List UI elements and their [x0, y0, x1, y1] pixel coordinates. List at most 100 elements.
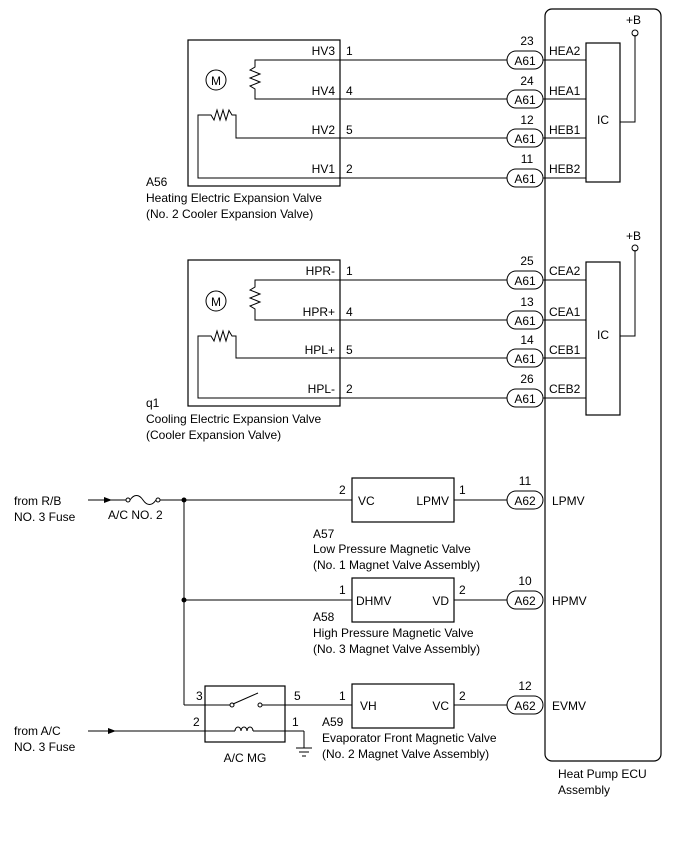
a56-name: Heating Electric Expansion Valve [146, 191, 322, 205]
q1-valve-box [187, 259, 341, 407]
a57-alt-name: (No. 1 Magnet Valve Assembly) [313, 558, 480, 572]
fuse-terminal-right [155, 497, 161, 503]
q1-wire-2: A61 2 26 CEB2 [340, 372, 586, 408]
a56-alt-name: (No. 2 Cooler Expansion Valve) [146, 207, 313, 221]
a59-right-pin: 2 [459, 689, 466, 703]
a56-id: A56 [146, 175, 168, 189]
plus-b-label-1: +B [626, 13, 641, 27]
svg-text:HEA2: HEA2 [549, 44, 581, 58]
fuse-icon [129, 495, 157, 505]
svg-text:5: 5 [346, 343, 353, 357]
svg-text:2: 2 [346, 162, 353, 176]
a59-id: A59 [322, 715, 344, 729]
q1-motor-icon [205, 290, 227, 312]
a56-term-hv4: HV4 [312, 84, 336, 98]
svg-text:A61: A61 [514, 392, 536, 406]
a56-wire-1: A61 1 23 HEA2 [340, 34, 586, 70]
a58-connector-label: A62 [514, 594, 536, 608]
a56-wire-5: A61 5 12 HEB1 [340, 113, 586, 148]
svg-text:A61: A61 [514, 314, 536, 328]
a56-term-hv2: HV2 [312, 123, 336, 137]
fuse-feed-arrow-icon [104, 497, 112, 503]
a58-connector-pin: 10 [518, 574, 532, 588]
svg-text:HEB1: HEB1 [549, 123, 581, 137]
heat-pump-ecu-box [544, 8, 662, 762]
svg-text:1: 1 [346, 44, 353, 58]
svg-text:26: 26 [520, 372, 534, 386]
svg-text:14: 14 [520, 333, 534, 347]
fuse-terminal-left [125, 497, 131, 503]
plus-b-terminal-1 [631, 29, 639, 37]
relay-feed-arrow-icon [108, 728, 116, 734]
svg-text:CEA1: CEA1 [549, 305, 581, 319]
q1-wire-1: A61 1 25 CEA2 [340, 254, 586, 290]
relay-name: A/C MG [224, 751, 267, 765]
svg-text:13: 13 [520, 295, 534, 309]
a57-left-pin: 2 [339, 483, 346, 497]
ic-2-supply-line [620, 250, 636, 337]
relay-source-line2: NO. 3 Fuse [14, 740, 76, 754]
q1-wire-5: A61 5 14 CEB1 [340, 333, 586, 368]
a57-connector [506, 490, 544, 510]
svg-text:HEA1: HEA1 [549, 84, 581, 98]
svg-text:23: 23 [520, 34, 534, 48]
q1-motor-label: M [211, 295, 221, 309]
a57-right-term: LPMV [416, 494, 449, 508]
a58-connector [506, 590, 544, 610]
q1-term-hpl-plus: HPL+ [305, 343, 335, 357]
a59-right-term: VC [432, 699, 449, 713]
svg-text:HEB2: HEB2 [549, 162, 581, 176]
plus-b-terminal-2 [631, 244, 639, 252]
ic-block-1 [585, 42, 621, 183]
a59-name: Evaporator Front Magnetic Valve [322, 731, 497, 745]
q1-alt-name: (Cooler Expansion Valve) [146, 428, 281, 442]
a59-ecu-term: EVMV [552, 699, 586, 713]
a56-valve-box [187, 39, 341, 187]
relay-coil-icon [205, 726, 285, 732]
a57-id: A57 [313, 527, 335, 541]
svg-text:CEA2: CEA2 [549, 264, 581, 278]
svg-text:11: 11 [521, 152, 534, 166]
a57-left-term: VC [358, 494, 375, 508]
relay-pin-3: 3 [196, 689, 203, 703]
relay-pin-5: 5 [294, 689, 301, 703]
q1-term-hpr-minus: HPR- [306, 264, 335, 278]
svg-text:A61: A61 [514, 172, 536, 186]
plus-b-label-2: +B [626, 229, 641, 243]
relay-source-line1: from A/C [14, 724, 61, 738]
ic-label-1: IC [597, 113, 609, 127]
a59-connector [506, 695, 544, 715]
svg-text:A61: A61 [514, 132, 536, 146]
a58-right-term: VD [432, 594, 449, 608]
a58-left-term: DHMV [356, 594, 391, 608]
q1-coil-1 [248, 279, 340, 321]
svg-text:A61: A61 [514, 93, 536, 107]
svg-text:A61: A61 [514, 54, 536, 68]
fuse-name: A/C NO. 2 [108, 508, 163, 522]
a56-term-hv1: HV1 [312, 162, 336, 176]
a59-alt-name: (No. 2 Magnet Valve Assembly) [322, 747, 489, 761]
ground-icon [296, 747, 312, 757]
svg-text:5: 5 [346, 123, 353, 137]
a58-id: A58 [313, 610, 335, 624]
q1-wire-4: A61 4 13 CEA1 [340, 295, 586, 330]
a58-name: High Pressure Magnetic Valve [313, 626, 474, 640]
svg-text:1: 1 [346, 264, 353, 278]
svg-text:CEB1: CEB1 [549, 343, 581, 357]
ic-block-2 [585, 261, 621, 416]
svg-text:4: 4 [346, 84, 353, 98]
q1-name: Cooling Electric Expansion Valve [146, 412, 322, 426]
a58-alt-name: (No. 3 Magnet Valve Assembly) [313, 642, 480, 656]
svg-text:4: 4 [346, 305, 353, 319]
a58-left-pin: 1 [339, 583, 346, 597]
q1-term-hpl-minus: HPL- [308, 382, 335, 396]
a56-coil-2 [197, 108, 340, 179]
svg-text:CEB2: CEB2 [549, 382, 581, 396]
relay-pin-2: 2 [193, 715, 200, 729]
a58-right-pin: 2 [459, 583, 466, 597]
a59-left-pin: 1 [339, 689, 346, 703]
a59-left-term: VH [360, 699, 377, 713]
q1-term-hpr-plus: HPR+ [303, 305, 335, 319]
svg-text:12: 12 [520, 113, 534, 127]
